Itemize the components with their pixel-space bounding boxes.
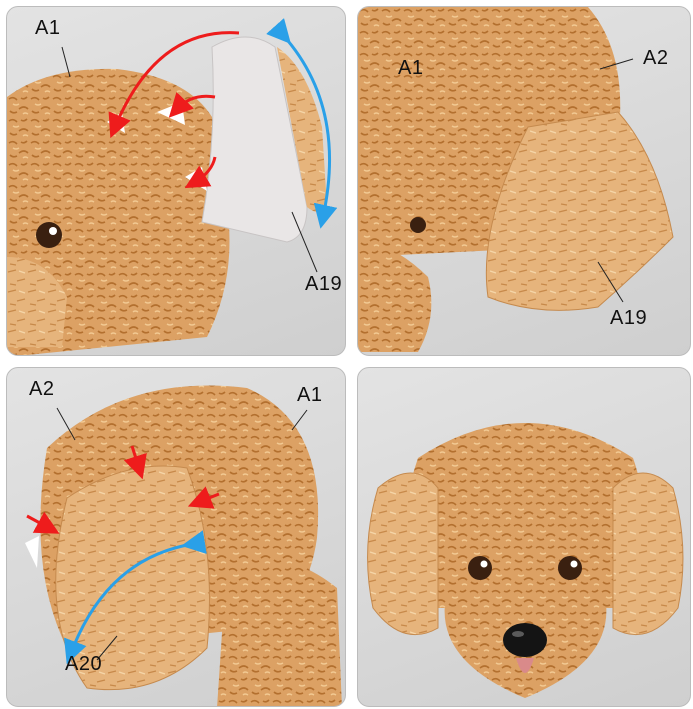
part-label: A2: [643, 47, 668, 70]
panel-step-1: A1 A19: [6, 6, 346, 356]
eye-highlight: [49, 227, 57, 235]
part-label: A1: [35, 17, 60, 40]
eye: [36, 222, 62, 248]
glue-tab: [25, 536, 39, 568]
papercraft-head-ear-attach-photo: [7, 368, 346, 707]
part-label: A19: [610, 307, 647, 330]
right-eye: [558, 556, 582, 580]
panel-step-2: A1 A2 A19: [357, 6, 691, 356]
panel-step-3: A2 A1 A20: [6, 367, 346, 707]
part-label: A2: [29, 378, 54, 401]
nose-highlight: [512, 631, 524, 637]
part-label: A19: [305, 273, 342, 296]
leader-line: [292, 410, 307, 430]
panel-finished-head: [357, 367, 691, 707]
part-label: A1: [398, 57, 423, 80]
face-fur: [217, 556, 342, 707]
left-ear: [368, 473, 438, 635]
left-eye: [468, 556, 492, 580]
part-label: A1: [297, 384, 322, 407]
left-eye-highlight: [481, 561, 488, 568]
part-label: A20: [65, 653, 102, 676]
eye: [410, 217, 426, 233]
right-ear: [613, 473, 683, 635]
right-eye-highlight: [571, 561, 578, 568]
nose: [503, 623, 547, 657]
lower-fur: [358, 237, 431, 352]
papercraft-head-back-photo: [7, 7, 346, 356]
papercraft-dog-head-finished-photo: [358, 368, 691, 707]
